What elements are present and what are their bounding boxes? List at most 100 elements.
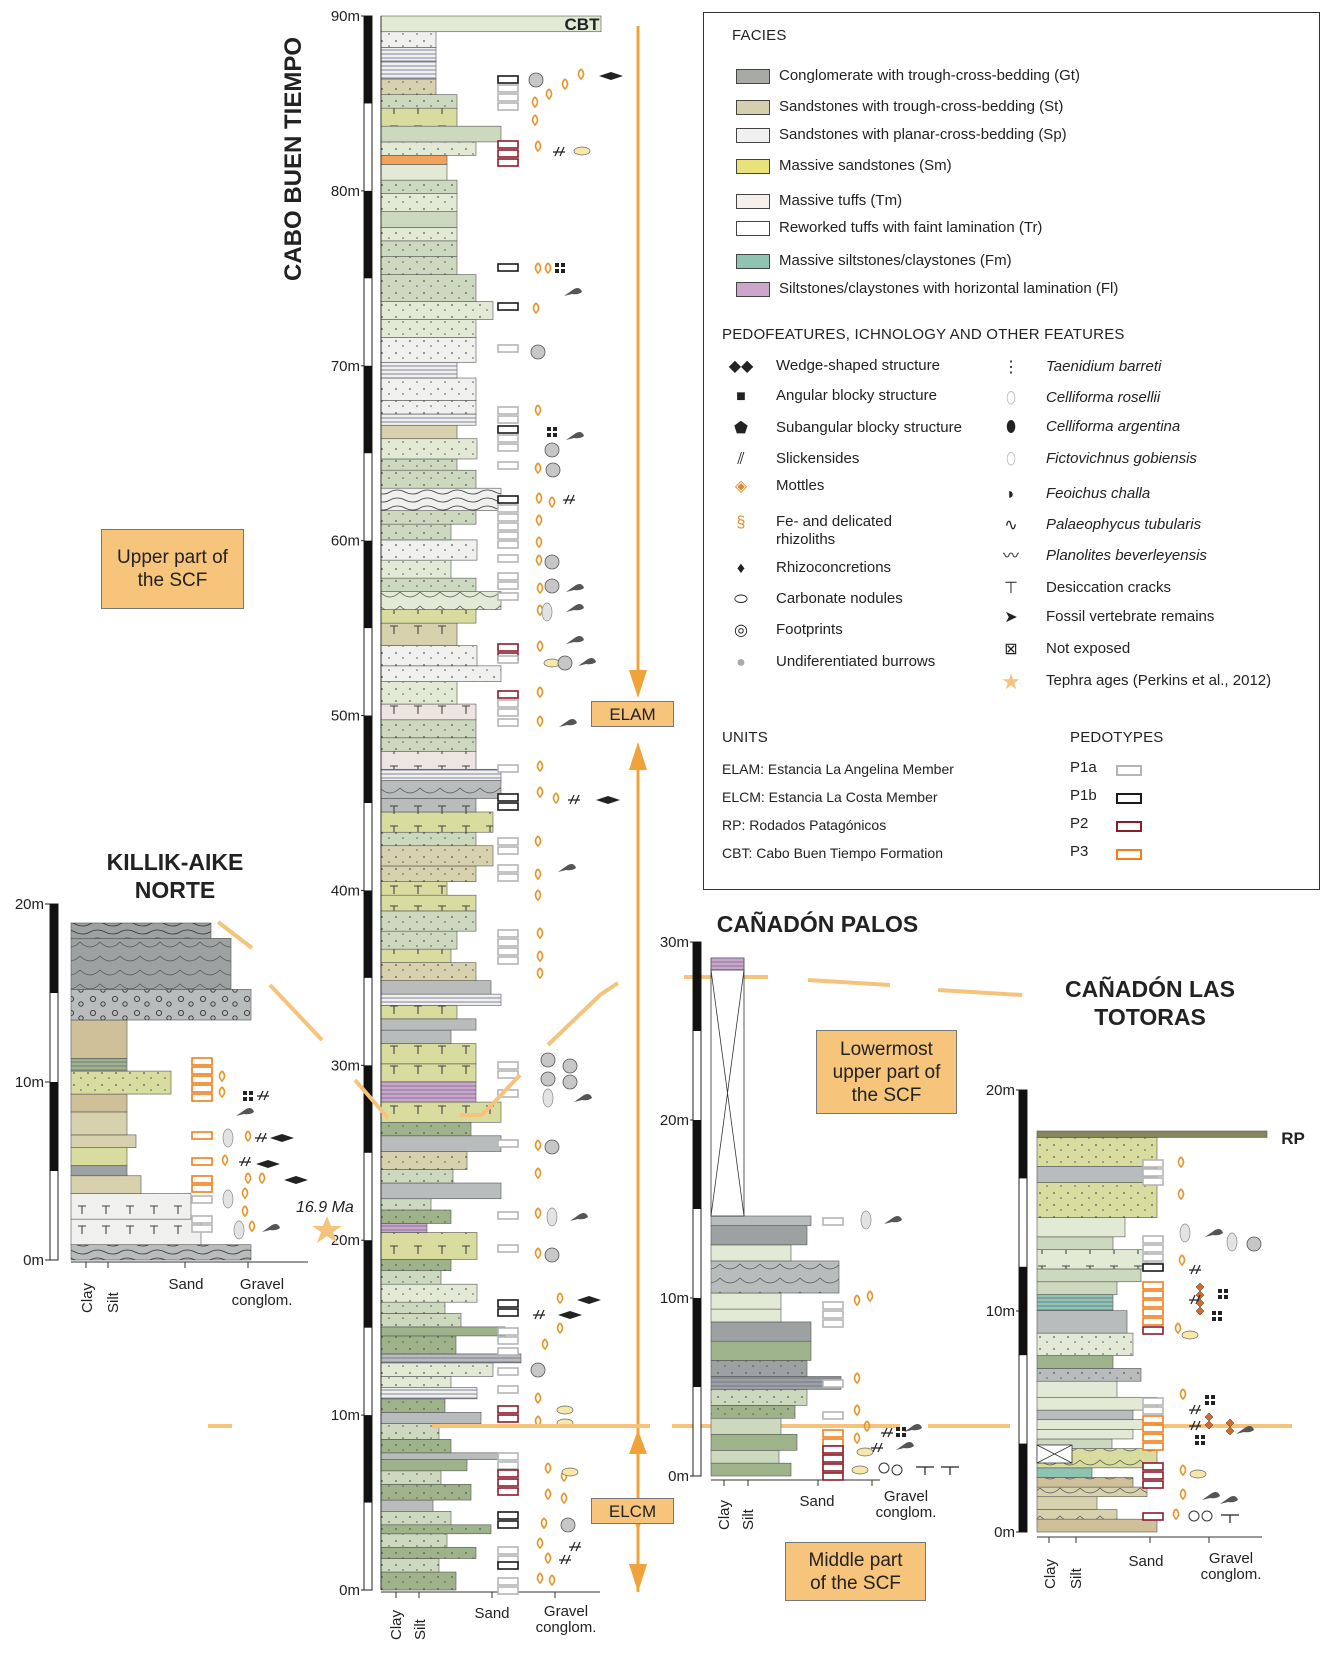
scale-segment bbox=[1019, 1090, 1027, 1179]
lithology-bed bbox=[1036, 1165, 1158, 1183]
pedotype-marker bbox=[497, 802, 519, 811]
pedotype-marker bbox=[191, 1224, 213, 1233]
taenidium-icon: ⋮ bbox=[1003, 359, 1019, 376]
pedotype-marker bbox=[497, 864, 519, 873]
bed-pattern bbox=[1037, 1249, 1147, 1269]
unit-label: ELAM: Estancia La Angelina Member bbox=[722, 761, 954, 777]
slick-icon bbox=[559, 1554, 571, 1565]
pedotype-marker bbox=[497, 1385, 519, 1394]
slick-icon bbox=[563, 494, 575, 505]
facies-swatch bbox=[736, 221, 770, 236]
bed-pattern bbox=[381, 1376, 451, 1388]
bed-pattern bbox=[381, 881, 447, 896]
pedo-label: Not exposed bbox=[1046, 640, 1131, 657]
bed-pattern bbox=[71, 923, 211, 939]
slick-icon bbox=[239, 1156, 251, 1167]
bed-pattern bbox=[381, 1511, 451, 1525]
vert-icon bbox=[1205, 1229, 1223, 1237]
pedotype-marker bbox=[191, 1075, 213, 1084]
pedotype-marker bbox=[497, 1061, 519, 1070]
bed-pattern bbox=[381, 609, 476, 624]
rhizoconcretion-icon: ♦ bbox=[736, 560, 746, 577]
crack-icon bbox=[941, 1466, 959, 1475]
bed-pattern bbox=[381, 413, 476, 426]
facies-label: Massive siltstones/claystones (Fm) bbox=[779, 252, 1012, 269]
rhizolith-icon bbox=[853, 1432, 861, 1445]
scale-segment bbox=[364, 1240, 372, 1328]
bed-pattern bbox=[381, 240, 457, 257]
pedotype-marker bbox=[497, 84, 519, 93]
vert-icon bbox=[1202, 1492, 1220, 1500]
pedotype-marker bbox=[191, 1093, 213, 1102]
scale-tick-label: 20m bbox=[15, 896, 44, 913]
facies-label: Sandstones with trough-cross-bedding (St… bbox=[779, 98, 1064, 115]
slick-icon bbox=[568, 794, 580, 805]
bed-pattern bbox=[381, 438, 477, 459]
lithology-bed bbox=[1036, 1130, 1268, 1138]
lithology-bed bbox=[710, 1321, 812, 1342]
bed-pattern bbox=[711, 1389, 807, 1406]
slick-icon bbox=[255, 1132, 267, 1143]
blocky-icon bbox=[1212, 1311, 1222, 1321]
rhizolith-icon bbox=[536, 950, 544, 963]
bed-pattern bbox=[381, 539, 477, 561]
bed-pattern bbox=[381, 1043, 476, 1064]
bed-pattern bbox=[381, 1232, 477, 1260]
pedotype-label: P3 bbox=[1070, 843, 1089, 860]
wedge-structure-icon: ◆◆ bbox=[728, 358, 754, 375]
pedotype-marker bbox=[497, 1139, 519, 1148]
pedotype-marker bbox=[497, 522, 519, 531]
pedotype-marker bbox=[497, 718, 519, 727]
rhizolith-icon bbox=[853, 1294, 861, 1307]
cellro-icon bbox=[1226, 1232, 1238, 1252]
lithology-bed bbox=[710, 1433, 798, 1451]
ka-axis-silt: Silt bbox=[105, 1291, 122, 1313]
rhizolith-icon bbox=[866, 1290, 874, 1303]
burrow-icon bbox=[544, 578, 560, 594]
bed-pattern bbox=[381, 337, 476, 363]
vert-icon bbox=[566, 636, 584, 644]
pedotype-marker bbox=[497, 1478, 519, 1487]
scale-segment bbox=[1019, 1266, 1027, 1356]
scale-tick-label: 30m bbox=[660, 934, 689, 951]
rhizolith-icon bbox=[244, 1130, 252, 1143]
rhizolith-icon bbox=[541, 1338, 549, 1351]
pedotype-marker bbox=[497, 554, 519, 563]
slick-icon bbox=[553, 146, 565, 157]
footprint-icon: ◎ bbox=[734, 622, 748, 639]
vert-icon bbox=[236, 1108, 254, 1116]
bed-pattern bbox=[381, 1439, 451, 1453]
lithology-bed bbox=[380, 1018, 477, 1031]
pedo-label: Fossil vertebrate remains bbox=[1046, 608, 1215, 625]
bed-pattern bbox=[381, 31, 436, 48]
bed-pattern bbox=[381, 1284, 477, 1303]
lithology-bed bbox=[70, 1165, 128, 1177]
pedotype-label: P1b bbox=[1070, 787, 1097, 804]
upper-part-box: Upper part of the SCF bbox=[101, 529, 244, 609]
ka-axis-sand: Sand bbox=[168, 1276, 203, 1293]
pedotype-marker bbox=[497, 1244, 519, 1253]
pedotype-marker bbox=[497, 1336, 519, 1345]
bed-pattern bbox=[381, 1533, 447, 1548]
pedotype-marker bbox=[497, 690, 519, 699]
scale-segment bbox=[693, 942, 701, 1031]
scale-tick-label: 30m bbox=[331, 1057, 360, 1074]
middle-part-box: Middle part of the SCF bbox=[785, 1542, 926, 1601]
lithology-bed bbox=[380, 1029, 452, 1044]
pedotype-marker bbox=[497, 425, 519, 434]
bed-pattern bbox=[381, 193, 457, 212]
nodule-icon bbox=[573, 146, 591, 156]
elam-label: ELAM bbox=[591, 701, 674, 727]
cp-axis-gravel: Gravel bbox=[884, 1488, 928, 1505]
bed-pattern bbox=[381, 665, 501, 682]
lithology-bed bbox=[380, 164, 448, 181]
lithology-bed bbox=[710, 1292, 782, 1310]
ka-tephra-age: 16.9 Ma bbox=[296, 1199, 354, 1216]
rhizolith-icon bbox=[534, 404, 542, 417]
scale-segment bbox=[364, 540, 372, 629]
lithology-bed bbox=[70, 1093, 128, 1113]
pedo-label: Celliforma rosellii bbox=[1046, 389, 1161, 406]
pedotype-label: P1a bbox=[1070, 759, 1097, 776]
